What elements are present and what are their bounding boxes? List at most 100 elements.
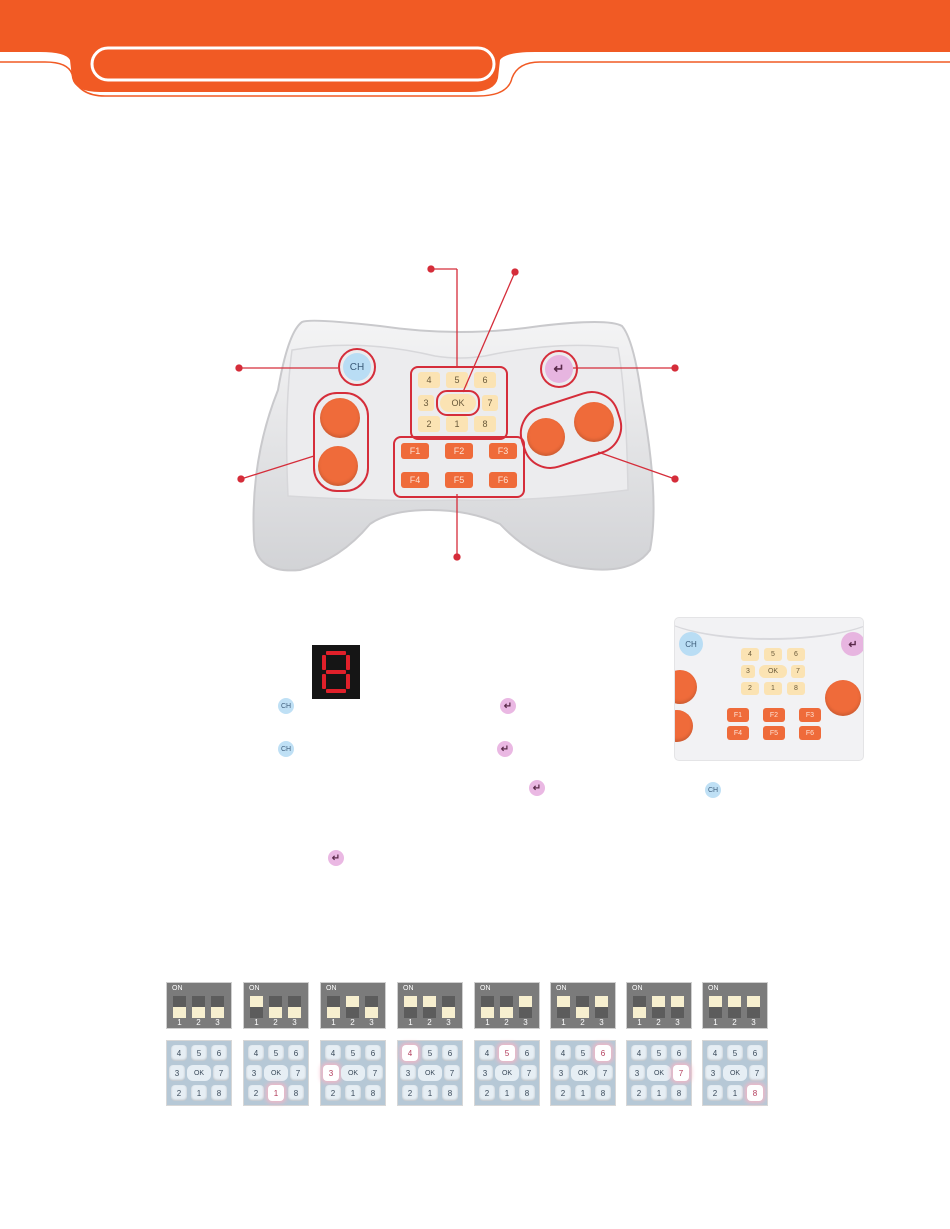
dip-lever-on	[346, 996, 359, 1007]
numpad-key[interactable]: 2	[418, 416, 440, 432]
dip-slot	[269, 996, 282, 1018]
f6-key[interactable]: F6	[489, 472, 517, 488]
dip-lever-off	[269, 1007, 282, 1018]
photo-enter-button: ↵	[841, 632, 863, 656]
dip-on-label: ON	[172, 985, 183, 992]
dip-slot	[709, 996, 722, 1018]
thumb-key: 6	[671, 1045, 687, 1061]
photo-fkey: F6	[799, 726, 821, 740]
thumb-key: 5	[345, 1045, 361, 1061]
dip-lever-on	[250, 996, 263, 1007]
dip-position-label: 1	[254, 1018, 259, 1027]
thumb-key: 7	[290, 1065, 306, 1081]
dip-position-label: 3	[446, 1018, 451, 1027]
enter-icon: ↵	[500, 698, 516, 714]
dip-position-label: 2	[273, 1018, 278, 1027]
thumb-key: 2	[707, 1085, 723, 1101]
thumb-key: 8	[365, 1085, 381, 1101]
dip-slot	[423, 996, 436, 1018]
thumb-key: 1	[191, 1085, 207, 1101]
thumb-ok-key: OK	[418, 1065, 442, 1081]
thumb-key: 3	[169, 1065, 185, 1081]
thumb-key-lit: 7	[673, 1065, 689, 1081]
dip-slot	[481, 996, 494, 1018]
thumb-key: 2	[402, 1085, 418, 1101]
dip-lever-off	[442, 1007, 455, 1018]
dip-position-label: 1	[331, 1018, 336, 1027]
dip-position-label: 3	[369, 1018, 374, 1027]
thumb-key: 2	[171, 1085, 187, 1101]
dip-lever-off	[288, 1007, 301, 1018]
dip-on-label: ON	[708, 985, 719, 992]
dip-position-label: 2	[196, 1018, 201, 1027]
f4-key[interactable]: F4	[401, 472, 429, 488]
dip-position-label: 2	[580, 1018, 585, 1027]
photo-fkey: F1	[727, 708, 749, 722]
right-joystick-right[interactable]	[574, 402, 614, 442]
thumb-key: 6	[288, 1045, 304, 1061]
photo-key: 5	[764, 648, 782, 661]
numpad-key[interactable]: 7	[482, 395, 498, 411]
ok-key[interactable]: OK	[440, 394, 476, 412]
numpad-key[interactable]: 3	[418, 395, 434, 411]
f2-key[interactable]: F2	[445, 443, 473, 459]
dip-lever-on	[652, 996, 665, 1007]
thumb-key: 2	[479, 1085, 495, 1101]
dip-position-label: 2	[427, 1018, 432, 1027]
thumb-key: 8	[288, 1085, 304, 1101]
ch-icon: CH	[278, 698, 294, 714]
photo-key: 1	[764, 682, 782, 695]
dip-position-label: 2	[350, 1018, 355, 1027]
numpad-key[interactable]: 8	[474, 416, 496, 432]
dip-lever-on	[557, 996, 570, 1007]
dip-slot	[250, 996, 263, 1018]
dip-lever-on	[423, 996, 436, 1007]
thumb-key: 3	[553, 1065, 569, 1081]
dip-lever-on	[595, 996, 608, 1007]
f5-key[interactable]: F5	[445, 472, 473, 488]
controller-photo: CH ↵ 4 5 6 3 OK 7 2 1 8 F1 F2 F3 F4 F5 F…	[675, 618, 863, 760]
right-joystick-left[interactable]	[527, 418, 565, 456]
ch-icon: CH	[705, 782, 721, 798]
dip-on-label: ON	[249, 985, 260, 992]
dip-slot	[211, 996, 224, 1018]
thumb-key: 5	[191, 1045, 207, 1061]
ok-highlight	[436, 390, 480, 416]
dip-position-label: 3	[675, 1018, 680, 1027]
dip-position-label: 1	[637, 1018, 642, 1027]
f1-key[interactable]: F1	[401, 443, 429, 459]
photo-key: 8	[787, 682, 805, 695]
numpad-key[interactable]: 1	[446, 416, 468, 432]
thumb-key: 6	[211, 1045, 227, 1061]
dip-lever-on	[404, 996, 417, 1007]
dip-slot	[595, 996, 608, 1018]
dip-slot	[346, 996, 359, 1018]
thumb-key: 5	[268, 1045, 284, 1061]
thumb-key-lit: 6	[595, 1045, 611, 1061]
left-pads-highlight	[313, 392, 369, 492]
photo-fkey: F4	[727, 726, 749, 740]
thumb-key: 4	[555, 1045, 571, 1061]
numpad-key[interactable]: 4	[418, 372, 440, 388]
dip-lever-on	[671, 996, 684, 1007]
dip-slot	[519, 996, 532, 1018]
thumb-key: 4	[631, 1045, 647, 1061]
thumb-key: 2	[325, 1085, 341, 1101]
f3-key[interactable]: F3	[489, 443, 517, 459]
photo-key: 3	[741, 665, 755, 678]
enter-icon: ↵	[328, 850, 344, 866]
dip-position-label: 1	[408, 1018, 413, 1027]
enter-highlight	[540, 350, 578, 388]
thumb-key-lit: 1	[268, 1085, 284, 1101]
segment-digit	[322, 651, 350, 693]
dip-slot	[192, 996, 205, 1018]
dip-slot	[173, 996, 186, 1018]
dip-position-label: 1	[561, 1018, 566, 1027]
thumb-key: 6	[747, 1045, 763, 1061]
thumb-key: 1	[575, 1085, 591, 1101]
dip-lever-off	[173, 1007, 186, 1018]
